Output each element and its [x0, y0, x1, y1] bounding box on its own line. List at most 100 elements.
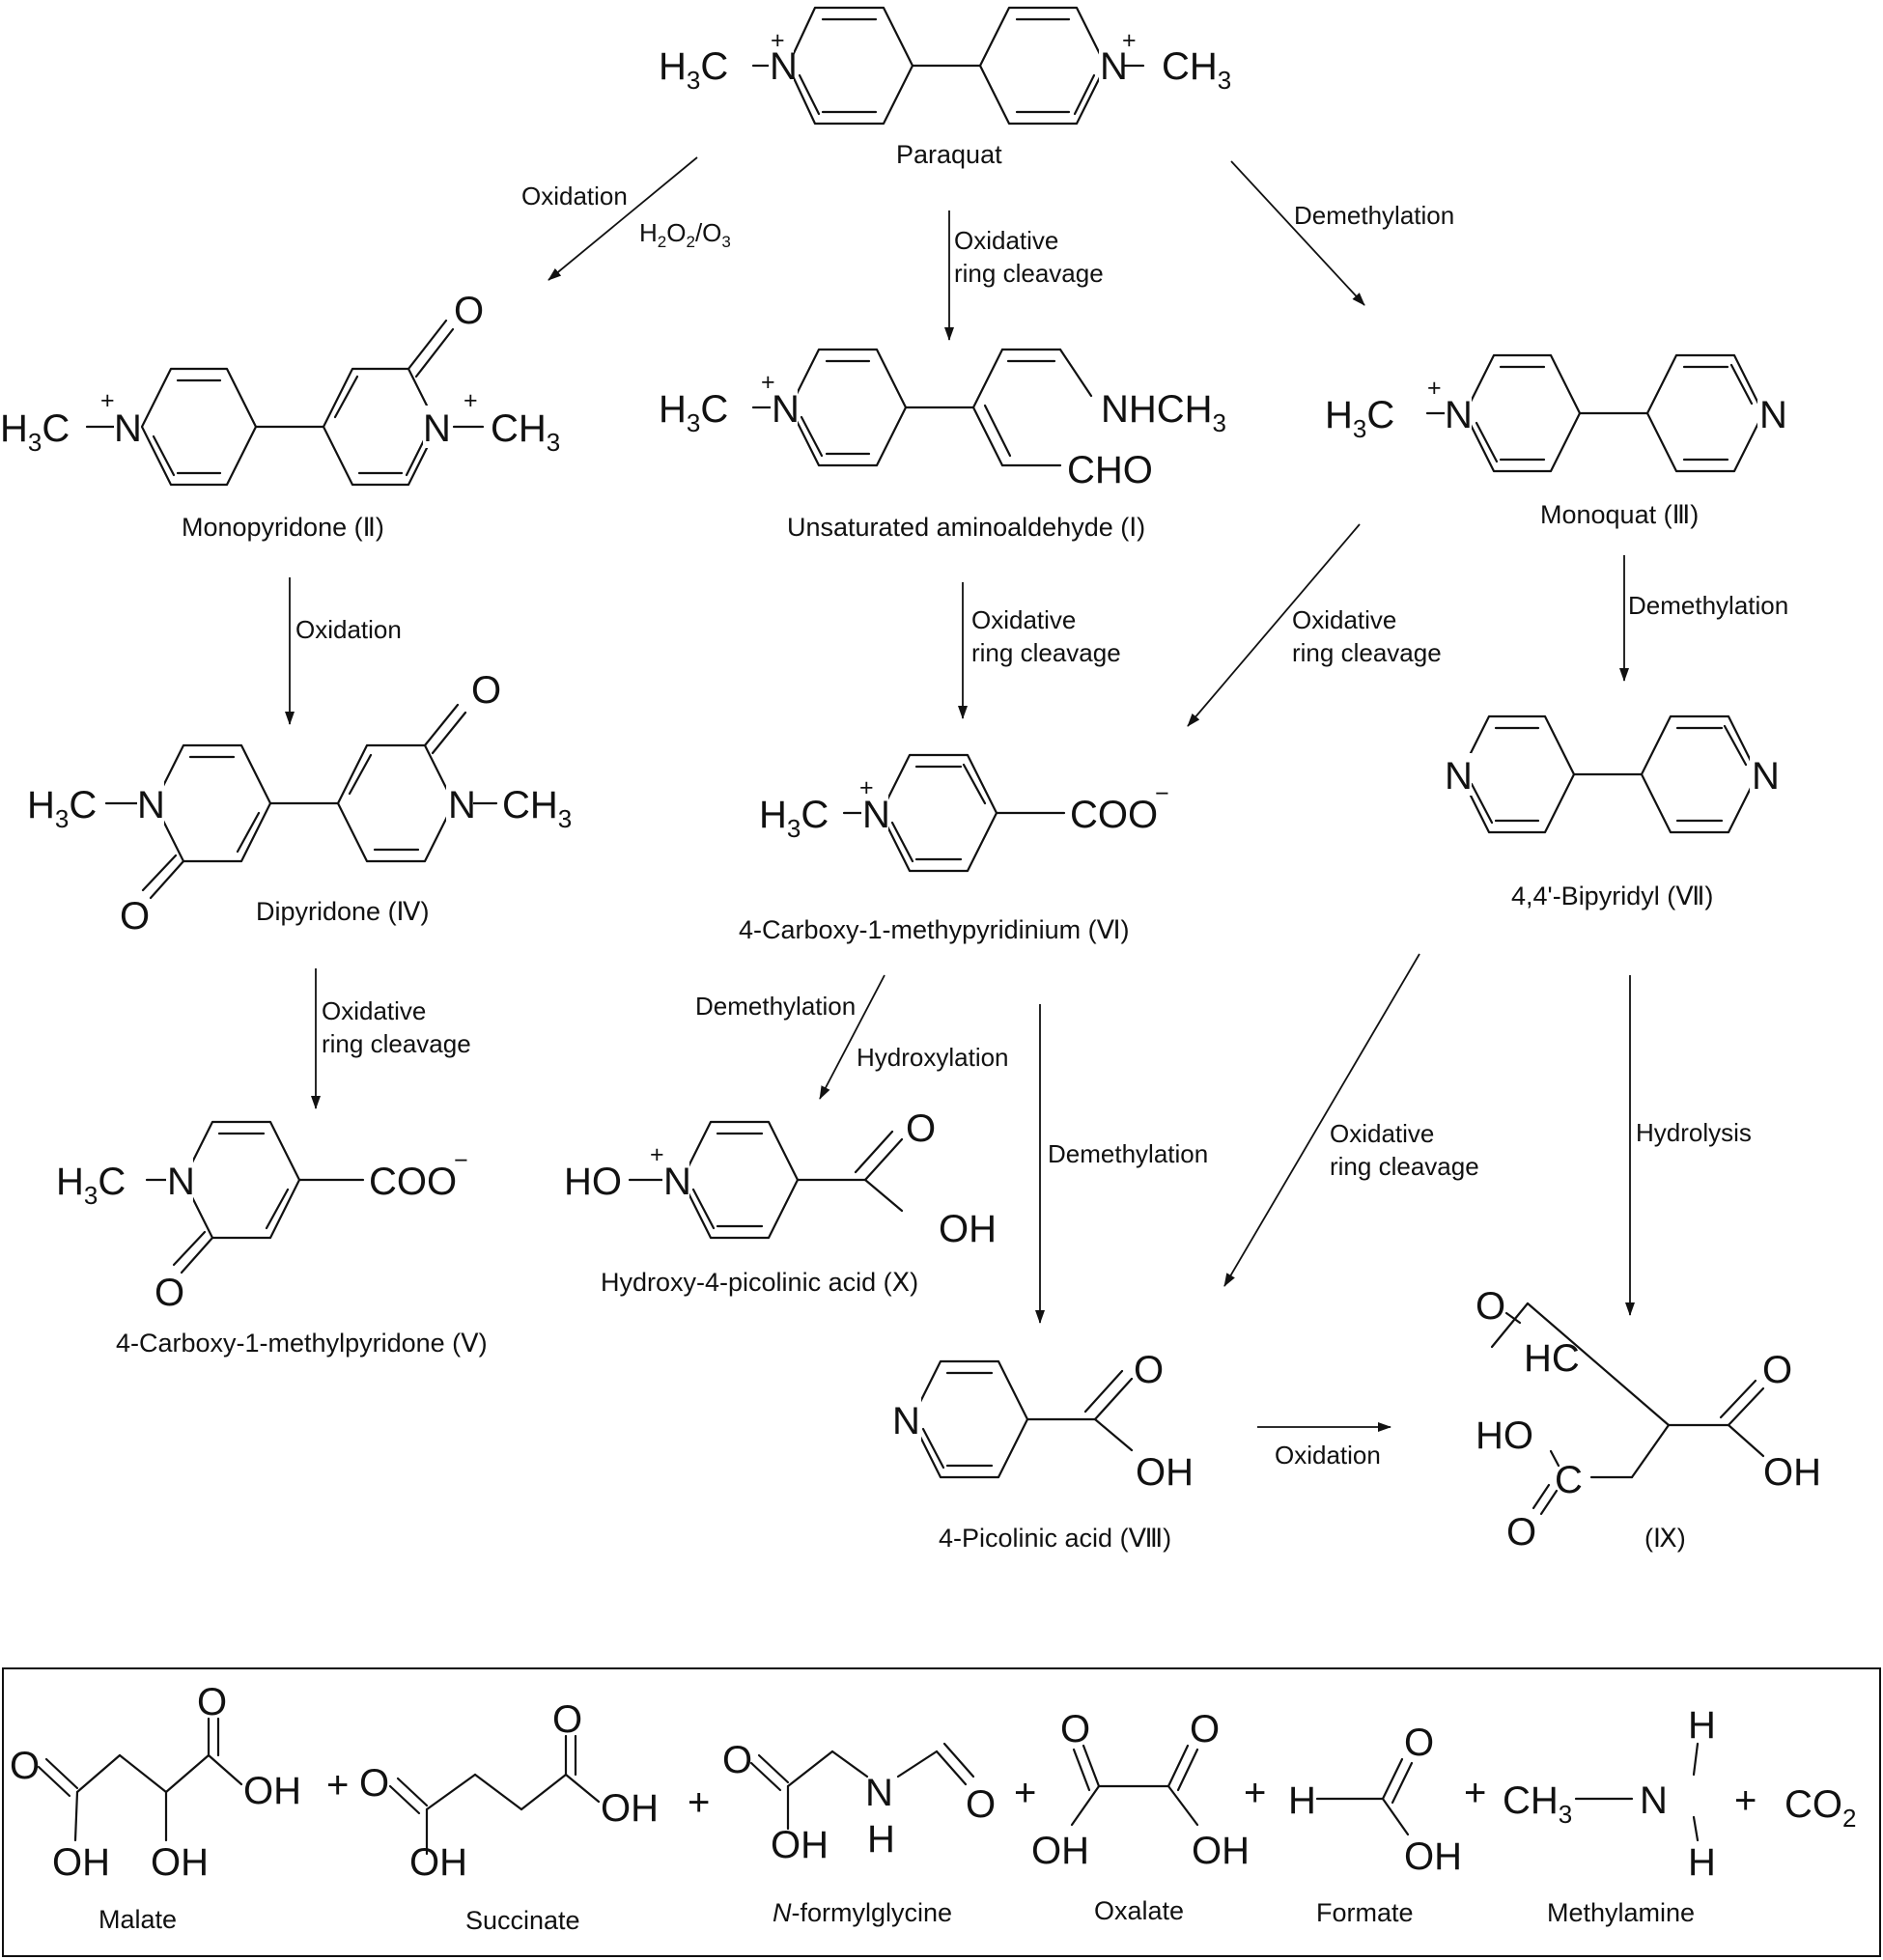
- svg-text:H3C: H3C: [659, 45, 728, 95]
- svg-text:O: O: [197, 1681, 227, 1723]
- monoquat-structure: H3C N + N: [1325, 353, 1787, 473]
- svg-text:O: O: [1506, 1511, 1536, 1554]
- label-oxidation-3: Oxidation: [1275, 1441, 1381, 1470]
- svg-text:N: N: [1640, 1779, 1668, 1822]
- svg-text:H3C: H3C: [1325, 394, 1394, 443]
- n-formylglycine-structure: O N H O OH: [722, 1739, 996, 1866]
- picolinic-label: 4-Picolinic acid (Ⅷ): [939, 1524, 1171, 1553]
- label-ring-cleavage-1: ring cleavage: [954, 259, 1104, 288]
- svg-text:H: H: [1688, 1704, 1716, 1747]
- svg-text:O: O: [471, 669, 501, 712]
- svg-text:N: N: [862, 794, 890, 836]
- svg-text:HO: HO: [564, 1161, 622, 1203]
- label-oxidative-1: Oxidative: [954, 226, 1058, 255]
- svg-text:OH: OH: [1031, 1830, 1089, 1872]
- malate-label: Malate: [98, 1905, 177, 1934]
- svg-text:OH: OH: [1192, 1830, 1250, 1872]
- methylamine-structure: CH3 N H H: [1503, 1704, 1716, 1884]
- svg-text:O: O: [155, 1272, 184, 1314]
- formylglycine-name: -formylglycine: [792, 1898, 953, 1927]
- label-demethylation-3: Demethylation: [695, 992, 856, 1021]
- svg-text:O: O: [1475, 1285, 1505, 1328]
- svg-text:H3C: H3C: [659, 388, 728, 437]
- svg-text:H3C: H3C: [27, 784, 97, 833]
- svg-text:O: O: [120, 895, 150, 938]
- monopyridone-structure: H3C N + N + CH3 O: [0, 290, 560, 487]
- reaction-labels: Oxidation H2O2/O3 Oxidative ring cleavag…: [295, 182, 1788, 1470]
- label-demethylation-1: Demethylation: [1294, 201, 1454, 230]
- co2-formula: CO2: [1785, 1783, 1856, 1833]
- svg-text:N: N: [1445, 394, 1473, 436]
- svg-text:+: +: [771, 27, 785, 54]
- aminoaldehyde-structure: H3C N + NHCH3 CHO: [659, 348, 1226, 491]
- oxalate-structure: O O OH OH: [1031, 1708, 1250, 1872]
- svg-text:OH: OH: [243, 1770, 301, 1812]
- reaction-arrows: [285, 156, 1635, 1432]
- svg-text:O: O: [722, 1739, 752, 1781]
- label-demethylation-4: Demethylation: [1048, 1139, 1208, 1168]
- carboxy-methylpyridone-structure: H3C N COO − O: [56, 1120, 468, 1314]
- svg-text:N: N: [448, 784, 476, 826]
- paraquat-label: Paraquat: [896, 140, 1002, 169]
- svg-text:H3C: H3C: [759, 794, 829, 843]
- svg-text:O: O: [1762, 1349, 1792, 1391]
- svg-text:O: O: [1404, 1722, 1434, 1764]
- formate-structure: H O OH: [1288, 1722, 1462, 1878]
- svg-text:HC: HC: [1524, 1337, 1580, 1380]
- label-hydrolysis: Hydrolysis: [1636, 1118, 1752, 1147]
- svg-text:OH: OH: [771, 1824, 829, 1866]
- label-oxidative-5: Oxidative: [1330, 1119, 1434, 1148]
- picolinic-structure: N O OH: [892, 1349, 1194, 1494]
- svg-text:HO: HO: [1475, 1414, 1533, 1457]
- label-ring-cleavage-5: ring cleavage: [1330, 1152, 1479, 1181]
- svg-text:+: +: [1427, 375, 1442, 402]
- svg-text:O: O: [906, 1107, 936, 1150]
- svg-text:N: N: [167, 1161, 195, 1203]
- paraquat-structure: H3C N + N + CH3: [659, 6, 1231, 126]
- succinate-label: Succinate: [465, 1906, 580, 1935]
- svg-text:OH: OH: [939, 1208, 997, 1250]
- svg-text:N: N: [1752, 755, 1780, 798]
- label-ring-cleavage-3: ring cleavage: [1292, 638, 1442, 667]
- label-oxidative-3: Oxidative: [1292, 605, 1396, 634]
- hydroxy-picolinic-structure: HO N + O OH: [564, 1107, 997, 1250]
- carboxy-methylpyridone-label: 4-Carboxy-1-methylpyridone (Ⅴ): [116, 1329, 488, 1358]
- plus-sign-6: +: [1734, 1779, 1757, 1822]
- plus-sign-3: +: [1014, 1772, 1036, 1814]
- bipyridyl-label: 4,4'-Bipyridyl (Ⅶ): [1511, 882, 1713, 910]
- bipyridyl-structure: N N: [1443, 714, 1780, 834]
- svg-text:N: N: [770, 45, 798, 88]
- label-h2o2-o3: H2O2/O3: [639, 218, 731, 251]
- carboxy-methylpyridinium-label: 4-Carboxy-1-methypyridinium (Ⅵ): [739, 915, 1130, 944]
- svg-text:C: C: [1555, 1459, 1583, 1501]
- monopyridone-label: Monopyridone (Ⅱ): [182, 513, 384, 542]
- svg-text:O: O: [359, 1762, 389, 1805]
- svg-text:+: +: [464, 387, 478, 414]
- methylamine-label: Methylamine: [1547, 1898, 1695, 1927]
- dipyridone-label: Dipyridone (Ⅳ): [256, 897, 429, 926]
- svg-text:O: O: [1190, 1708, 1220, 1750]
- compound-ix-structure: O HC O OH HO C O: [1475, 1285, 1821, 1554]
- svg-text:H3C: H3C: [56, 1161, 126, 1210]
- label-hydroxylation: Hydroxylation: [857, 1043, 1009, 1072]
- label-demethylation-2: Demethylation: [1628, 591, 1788, 620]
- svg-text:N: N: [865, 1772, 893, 1814]
- svg-text:CHO: CHO: [1067, 449, 1153, 491]
- svg-text:OH: OH: [601, 1787, 659, 1830]
- svg-text:CH3: CH3: [502, 784, 572, 833]
- svg-text:N: N: [114, 407, 142, 450]
- n-formylglycine-label: N-formylglycine: [773, 1898, 952, 1927]
- carboxy-methylpyridinium-structure: H3C N + COO −: [759, 753, 1169, 873]
- svg-text:OH: OH: [151, 1841, 209, 1884]
- compound-ix-label: (Ⅸ): [1644, 1524, 1686, 1553]
- svg-text:OH: OH: [409, 1841, 467, 1884]
- svg-text:N: N: [772, 388, 800, 431]
- svg-text:N: N: [423, 407, 451, 450]
- svg-text:COO: COO: [1070, 794, 1158, 836]
- dipyridone-structure: H3C N N CH3 O O: [27, 669, 572, 938]
- svg-text:O: O: [10, 1745, 40, 1787]
- svg-text:H: H: [1288, 1779, 1316, 1822]
- label-oxidative-4: Oxidative: [322, 996, 426, 1025]
- svg-text:O: O: [552, 1698, 582, 1741]
- final-products-box: [2, 1667, 1881, 1957]
